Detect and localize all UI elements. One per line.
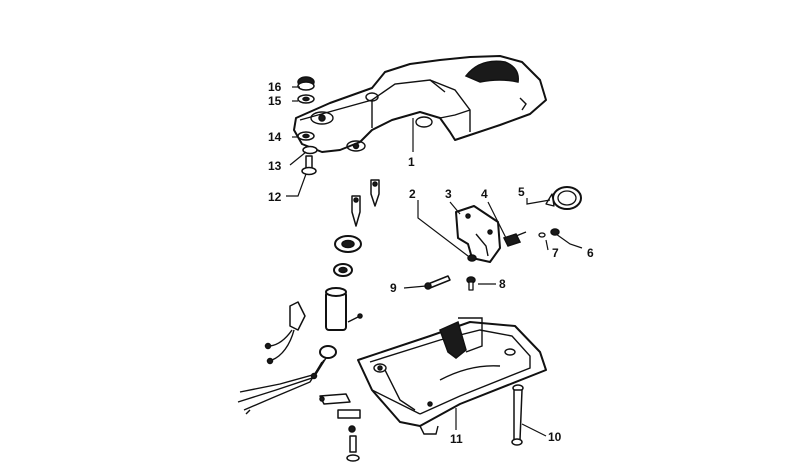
part-14-nut — [297, 131, 315, 141]
part-3-bracket — [455, 205, 501, 263]
callout-1: 1 — [408, 155, 415, 169]
part-9-screw — [424, 275, 451, 290]
callout-16: 16 — [268, 80, 282, 94]
mounting-bracket-lower — [319, 393, 361, 462]
part-10-bolt — [511, 384, 524, 446]
callout-15: 15 — [268, 94, 282, 108]
callout-6: 6 — [587, 246, 594, 260]
callout-4: 4 — [481, 187, 488, 201]
callout-13: 13 — [268, 159, 282, 173]
switch-connector-and-harness — [237, 345, 337, 415]
callout-3: 3 — [445, 187, 452, 201]
part-15-washer — [297, 94, 315, 104]
ignition-keys — [351, 179, 380, 227]
callout-8: 8 — [499, 277, 506, 291]
switch-cylinder — [325, 287, 363, 331]
part-13-washer — [302, 145, 318, 155]
part-6-nut — [550, 228, 560, 236]
callout-5: 5 — [518, 185, 525, 199]
part-7-washer — [538, 232, 546, 238]
part-12-screw — [301, 155, 317, 176]
callout-10: 10 — [548, 430, 562, 444]
part-8-screw — [466, 276, 476, 291]
callout-12: 12 — [268, 190, 282, 204]
part-4-clip — [502, 231, 527, 247]
callout-7: 7 — [552, 246, 559, 260]
part-11-lower-cover — [357, 317, 547, 435]
part-1-upper-cover — [293, 55, 547, 153]
lock-cylinder — [333, 235, 362, 277]
callout-14: 14 — [268, 130, 282, 144]
callout-9: 9 — [390, 281, 397, 295]
callout-labels: 1 2 3 4 5 6 7 8 9 10 11 12 13 14 15 16 — [268, 80, 594, 446]
part-16-cap-nut — [297, 76, 315, 91]
callout-2: 2 — [409, 187, 416, 201]
callout-11: 11 — [450, 432, 463, 446]
part-2-screw — [467, 254, 477, 262]
leader-lines — [286, 86, 583, 437]
part-5-clamp-ring — [545, 186, 582, 210]
relay-with-wires — [264, 301, 306, 365]
